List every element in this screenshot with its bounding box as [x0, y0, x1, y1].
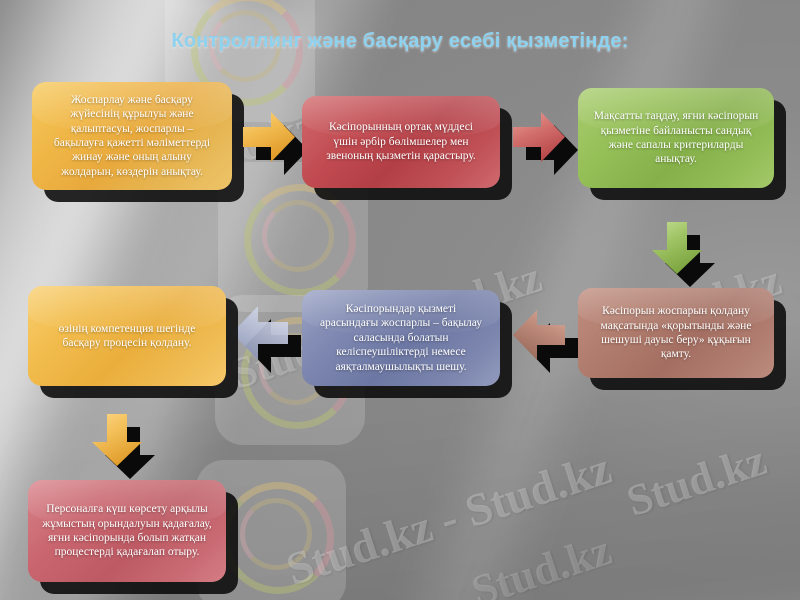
- arrow-down-icon: [652, 222, 702, 274]
- arrow-right-icon: [243, 112, 295, 162]
- flow-box-text: Кәсіпорынның ортақ мүддесі үшін әрбір бө…: [326, 121, 476, 163]
- flow-box-text: Мақсатты таңдау, яғни кәсіпорын қызметін…: [593, 110, 759, 166]
- flow-box-goal-selection: Мақсатты таңдау, яғни кәсіпорын қызметін…: [578, 88, 774, 188]
- arrow-left-icon: [232, 306, 288, 360]
- flow-box-competence-scope: өзінің компетенция шегінде басқару проце…: [28, 286, 226, 386]
- flow-box-decisive-vote: Кәсіпорын жоспарын қолдану мақсатында «қ…: [578, 288, 774, 378]
- arrow-right-box2-to-box3: [513, 112, 578, 175]
- flow-box-text: Жоспарлау және басқару жүйесінің құрылуы…: [53, 93, 211, 178]
- arrow-left-box4-to-box5: [513, 310, 578, 373]
- flow-box-text: өзінің компетенция шегінде басқару проце…: [58, 322, 196, 349]
- flow-box-planning-system: Жоспарлау және басқару жүйесінің құрылуы…: [32, 82, 232, 190]
- flow-box-text: Кәсіпорын жоспарын қолдану мақсатында «қ…: [600, 305, 752, 361]
- flow-box-conflict-resolution: Кәсіпорындар қызметі арасындағы жоспарлы…: [302, 290, 500, 386]
- arrow-down-box3-to-box4: [652, 222, 715, 287]
- flow-box-text: Кәсіпорындар қызметі арасындағы жоспарлы…: [319, 302, 483, 373]
- flow-box-common-interest: Кәсіпорынның ортақ мүддесі үшін әрбір бө…: [302, 96, 500, 188]
- flow-box-staff-supervision: Персоналға күш көрсету арқылы жұмыстың о…: [28, 480, 226, 582]
- arrow-down-box6-to-box7: [92, 414, 155, 479]
- flow-box-text: Персоналға күш көрсету арқылы жұмыстың о…: [42, 503, 212, 559]
- arrow-down-icon: [92, 414, 142, 466]
- slide-title: Контроллинг және басқару есебі қызметінд…: [171, 30, 629, 52]
- arrow-right-box1-to-box2: [243, 112, 308, 175]
- arrow-left-icon: [513, 310, 565, 360]
- arrow-right-icon: [513, 112, 565, 162]
- arrow-left-box5-to-box6: [232, 306, 301, 373]
